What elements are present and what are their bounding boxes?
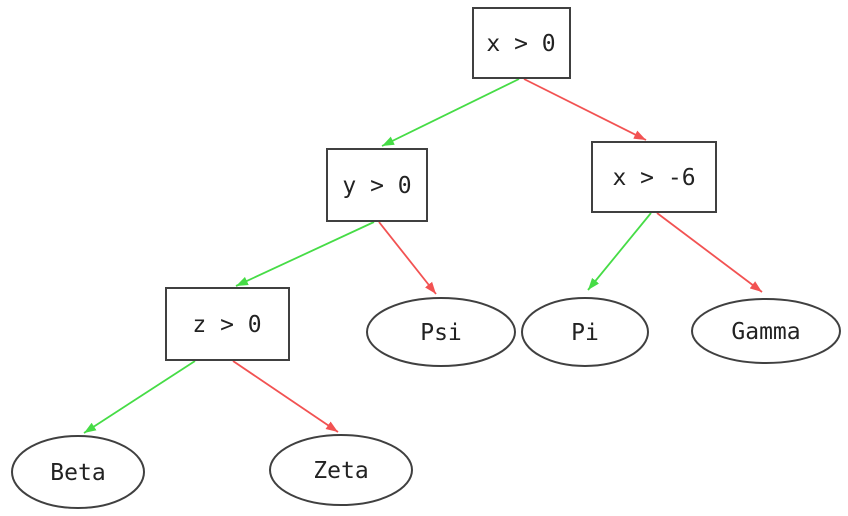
node-psi: Psi — [366, 297, 516, 367]
node-gamma: Gamma — [691, 298, 841, 364]
node-zeta: Zeta — [269, 434, 413, 506]
node-y-gt-0-label: y > 0 — [342, 173, 411, 199]
node-gamma-label: Gamma — [731, 319, 800, 345]
edge-y-gt-0-true-to-z-gt-0 — [235, 221, 375, 287]
node-z-gt-0: z > 0 — [165, 287, 290, 361]
node-x-gt-0-box — [472, 7, 571, 79]
edge-x-gt-neg6-true-to-pi — [587, 212, 652, 291]
node-gamma-ellipse — [691, 298, 841, 364]
node-x-gt-0: x > 0 — [472, 7, 571, 79]
node-psi-ellipse — [366, 297, 516, 367]
edges-layer — [83, 78, 763, 434]
node-x-gt-neg6-label: x > -6 — [612, 165, 695, 191]
node-pi-ellipse — [521, 297, 649, 367]
node-psi-label: Psi — [420, 320, 462, 346]
node-z-gt-0-label: z > 0 — [192, 312, 261, 338]
edge-x-gt-neg6-false-to-gamma — [656, 212, 763, 293]
node-zeta-ellipse — [269, 434, 413, 506]
edge-y-gt-0-false-to-psi — [378, 221, 437, 295]
node-pi-label: Pi — [571, 320, 599, 346]
edge-x-gt-0-false-to-x-gt-neg6 — [523, 78, 647, 141]
node-z-gt-0-box — [165, 287, 290, 361]
node-pi: Pi — [521, 297, 649, 367]
node-x-gt-neg6: x > -6 — [591, 141, 717, 213]
node-beta-ellipse — [11, 435, 145, 509]
node-beta: Beta — [11, 435, 145, 509]
node-y-gt-0-box — [326, 148, 428, 222]
node-x-gt-neg6-box — [591, 141, 717, 213]
edge-z-gt-0-true-to-beta — [83, 360, 196, 434]
node-x-gt-0-label: x > 0 — [486, 31, 555, 57]
edge-x-gt-0-true-to-y-gt-0 — [381, 78, 520, 147]
node-zeta-label: Zeta — [313, 458, 368, 484]
node-beta-label: Beta — [50, 460, 105, 486]
edge-z-gt-0-false-to-zeta — [232, 360, 339, 433]
node-y-gt-0: y > 0 — [326, 148, 428, 222]
